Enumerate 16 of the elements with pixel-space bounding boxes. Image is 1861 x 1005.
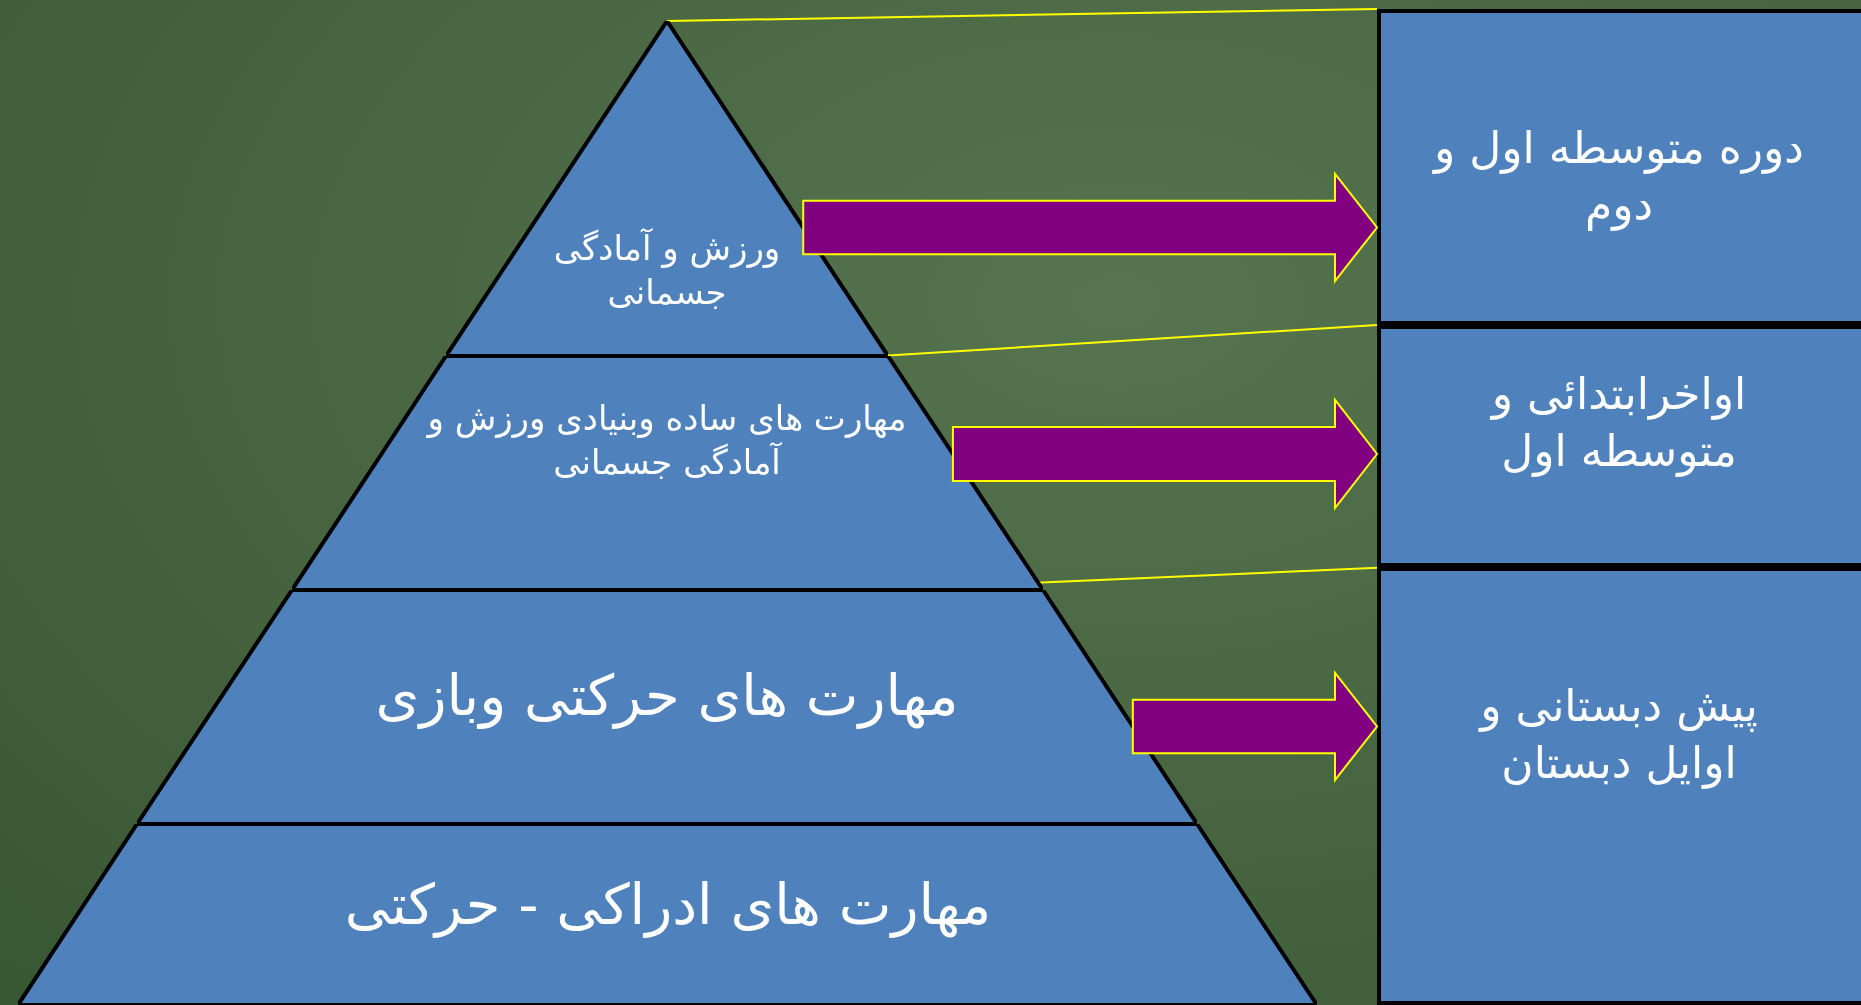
level-label: مهارت های حرکتی وبازی (374, 662, 960, 731)
level-label: مهارت های ادراکی - حرکتی (343, 871, 993, 940)
level-label: ورزش و آمادگی جسمانی (552, 227, 782, 315)
stage-box (1377, 567, 1861, 1005)
pyramid-level (137, 590, 1197, 824)
stage-label: اواخرابتدائی و متوسطه اول (1489, 367, 1748, 479)
pyramid-level (446, 21, 888, 356)
block-arrow (1131, 670, 1379, 783)
stage-box (1377, 9, 1861, 325)
pyramid-level (18, 824, 1317, 1005)
block-arrow (802, 171, 1379, 284)
stage-label: دوره متوسطه اول و دوم (1431, 121, 1805, 233)
level-label: مهارت های ساده وبنیادی ورزش و آمادگی جسمانی (425, 397, 908, 485)
pyramid-level (292, 356, 1043, 590)
stage-label: پیش دبستانی و اوایل دبستان (1477, 679, 1759, 791)
block-arrow (951, 397, 1379, 511)
